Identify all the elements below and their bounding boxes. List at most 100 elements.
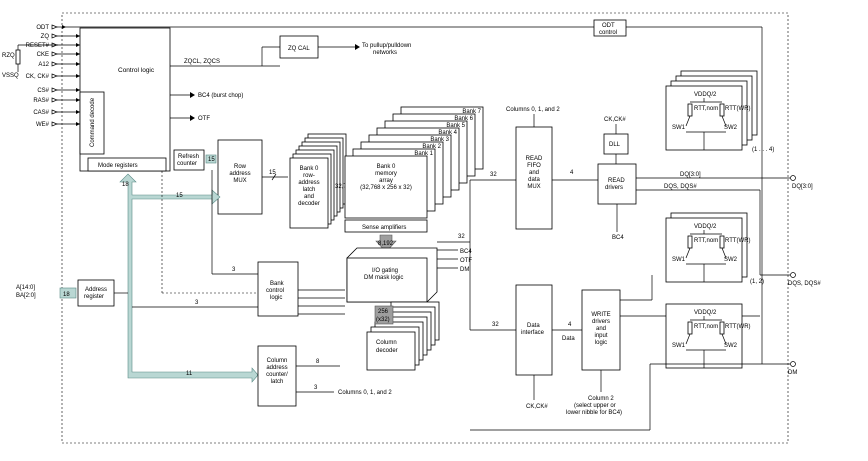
odt-control-label-2: control bbox=[599, 30, 617, 36]
zq-cal-label: ZQ CAL bbox=[288, 46, 310, 52]
vddq-label-2: VDDQ/2 bbox=[694, 310, 717, 316]
ck-data-label: CK,CK# bbox=[526, 404, 548, 410]
mode-registers-label: Mode registers bbox=[98, 163, 138, 169]
write-drivers-line-4: logic bbox=[595, 340, 607, 346]
w3c: 3 bbox=[314, 385, 318, 391]
column-decoder-label-1: Column bbox=[376, 340, 397, 346]
pin-label-4: A12 bbox=[38, 62, 49, 68]
row-mux-line-2: MUX bbox=[233, 178, 246, 184]
w3a: 3 bbox=[232, 267, 236, 273]
control-logic-label: Control logic bbox=[118, 67, 155, 74]
bc4-burst-label: BC4 (burst chop) bbox=[198, 93, 243, 99]
pullup-label-1: To pullup/pulldown bbox=[362, 43, 411, 49]
write-drivers-block bbox=[581, 289, 621, 371]
vddq-label-0: VDDQ/2 bbox=[694, 92, 717, 98]
column-decoder-label-2: decoder bbox=[376, 348, 398, 354]
command-decode-block bbox=[79, 91, 105, 155]
bank-control-label-1: Bank bbox=[270, 281, 285, 287]
sw2-label-2: SW2 bbox=[724, 343, 738, 349]
column-counter-line-3: latch bbox=[271, 379, 284, 385]
sw2-label-0: SW2 bbox=[724, 125, 738, 131]
rtt-wr-label-1: RTT(WR) bbox=[725, 238, 751, 244]
pin-label-6: CS# bbox=[37, 88, 49, 94]
bank-label-5: Bank 5 bbox=[446, 123, 465, 129]
w15b: 15 bbox=[176, 193, 183, 199]
w15c: 15 bbox=[269, 170, 276, 176]
pin-label-8: CAS# bbox=[33, 110, 49, 116]
sw2-label-1: SW2 bbox=[724, 257, 738, 263]
zqcl-label: ZQCL, ZQCS bbox=[184, 59, 220, 65]
read-drivers-block bbox=[597, 163, 637, 205]
rtt-wr-label-2: RTT(WR) bbox=[725, 324, 751, 330]
dll-label: DLL bbox=[609, 142, 621, 148]
dm-pin bbox=[790, 361, 796, 367]
pin-label-2: RESET# bbox=[26, 43, 50, 49]
row-latch-line-5: decoder bbox=[298, 201, 320, 207]
bc4-read-label: BC4 bbox=[612, 235, 624, 241]
io-gating-block bbox=[346, 257, 428, 303]
read-fifo-line-1: FIFO bbox=[527, 163, 541, 169]
w3b: 3 bbox=[195, 300, 199, 306]
w18: 18 bbox=[122, 182, 129, 188]
pin-label-3: CKE bbox=[37, 52, 49, 58]
dm-pin-label: DM bbox=[788, 370, 797, 376]
memory-array-line-3: (32,768 x 256 x 32) bbox=[360, 185, 412, 191]
dm-io-label: DM bbox=[460, 267, 469, 273]
dq-pin bbox=[790, 175, 796, 181]
refresh-counter-block bbox=[173, 149, 205, 171]
rtt-wr-label-0: RTT(WR) bbox=[725, 106, 751, 112]
pin-symbol-1 bbox=[51, 33, 58, 39]
bank-label-6: Bank 6 bbox=[454, 116, 473, 122]
w32b: 32 bbox=[490, 172, 497, 178]
io-gating-label-1: I/O gating bbox=[372, 268, 398, 274]
memory-array-line-0: Bank 0 bbox=[377, 164, 396, 170]
row-latch-block bbox=[289, 157, 329, 229]
pin-symbol-4 bbox=[51, 61, 58, 67]
sense-amplifiers-label: Sense amplifiers bbox=[362, 225, 406, 231]
colsx32-label: (x32) bbox=[376, 317, 390, 323]
pin-label-7: RAS# bbox=[33, 98, 49, 104]
write-drivers-line-2: and bbox=[596, 326, 606, 332]
row-latch-line-1: row- bbox=[303, 173, 315, 179]
row-latch-line-0: Bank 0 bbox=[300, 166, 319, 172]
address-register-label-1: Address bbox=[85, 287, 107, 293]
w15a: 15 bbox=[208, 157, 215, 163]
pin-label-9: WE# bbox=[36, 122, 50, 128]
w32c: 32 bbox=[492, 322, 499, 328]
sw1-label-2: SW1 bbox=[672, 343, 686, 349]
addr-pin-ba: BA[2:0] bbox=[16, 293, 36, 299]
range14-label: (1 . . . 4) bbox=[752, 147, 774, 153]
pin-label-0: ODT bbox=[36, 25, 49, 31]
column-counter-line-1: address bbox=[266, 365, 287, 371]
sw1-label-0: SW1 bbox=[672, 125, 686, 131]
pin-label-1: ZQ bbox=[41, 34, 50, 40]
pin-symbol-0 bbox=[51, 24, 58, 30]
data-interface-label-2: interface bbox=[521, 330, 545, 336]
otf-label: OTF bbox=[198, 116, 210, 122]
w8: 8 bbox=[316, 359, 320, 365]
read-fifo-line-4: MUX bbox=[527, 184, 540, 190]
rtt-nom-label-1: RTT,nom bbox=[694, 238, 718, 244]
write-drivers-line-1: drivers bbox=[592, 319, 610, 325]
chip-boundary bbox=[61, 12, 789, 444]
rtt-nom-label-2: RTT,nom bbox=[694, 324, 718, 330]
column2-label-2: (select upper or bbox=[574, 403, 616, 409]
mode-registers-block bbox=[87, 157, 167, 172]
bank-label-1: Bank 1 bbox=[414, 151, 433, 157]
pin-label-5: CK, CK# bbox=[26, 74, 50, 80]
io-8192-arrow bbox=[375, 234, 397, 253]
bank-label-2: Bank 2 bbox=[422, 144, 441, 150]
read-fifo-line-0: READ bbox=[526, 156, 543, 162]
io-gating-label-2: DM mask logic bbox=[364, 275, 403, 281]
bank-label-7: Bank 7 bbox=[462, 109, 481, 115]
dqs-pin bbox=[790, 272, 796, 278]
cols-012-bottom: Columns 0, 1, and 2 bbox=[338, 390, 392, 396]
rows-label: 32,768 bbox=[335, 184, 354, 190]
pin-symbol-6 bbox=[51, 87, 58, 93]
row-mux-block bbox=[217, 139, 263, 215]
addr-pin-a: A[14:0] bbox=[16, 285, 35, 291]
pin-symbol-9 bbox=[51, 121, 58, 127]
read-fifo-block bbox=[515, 126, 553, 230]
cols-012-top: Columns 0, 1, and 2 bbox=[506, 107, 560, 113]
